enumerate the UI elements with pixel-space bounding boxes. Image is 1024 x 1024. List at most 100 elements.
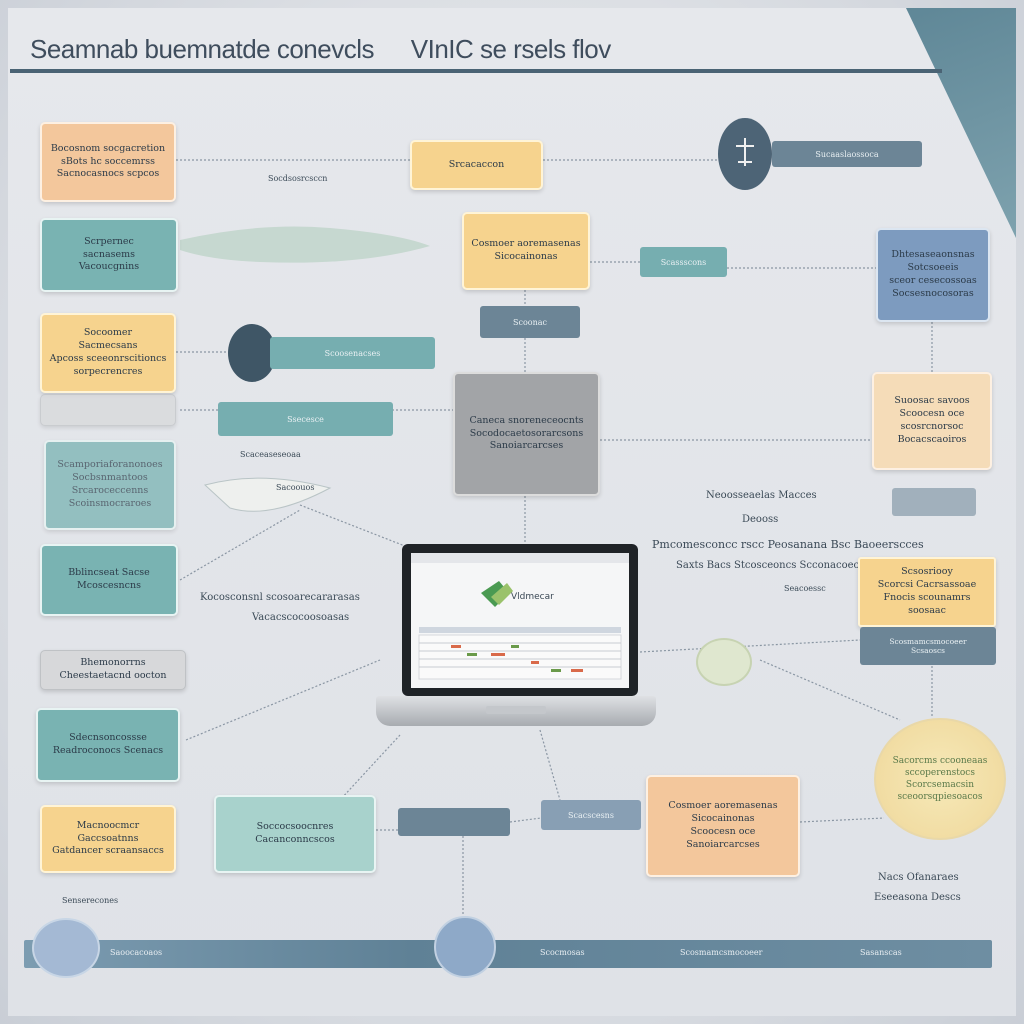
summary-circle: Sacorcms ccooneaas sccoperenstocs Scorcs… [874,718,1006,840]
box-line: sorpecrencres [73,365,143,377]
process-box: Scsosriooy Scorcsi Cacrsassoae Fnocis sc… [858,557,996,627]
connector-line [509,817,542,823]
title-rule [10,69,942,73]
box-line: Cosmoer aoremasenas [668,800,778,812]
connector-line [799,817,885,823]
side-label: Deooss [742,514,779,525]
process-box: Scamporiaforanonoes Socbsnmantoos Srcaro… [44,440,176,530]
connector-line [759,659,901,721]
laptop-base [376,696,656,726]
box-line: Caneca snoreneceocnts [469,414,584,426]
box-line: Bblincseat Sacse [68,567,150,579]
node-circle [696,638,752,686]
status-pill: Sucaaslaossoca [772,141,922,167]
box-line: Scoocesn oce [899,408,965,420]
title-left: Seamnab buemnatde conevcls [30,34,375,64]
box-line: Vacoucgnins [78,261,140,273]
box-line: Srcacaccon [448,158,505,170]
box-line: Fnocis scounamrs soosaac [883,592,971,616]
box-line: Scamporiaforanonoes [57,459,163,471]
brush-stroke [180,226,430,263]
timeline-node [32,918,100,978]
process-box: Bocosnom socgacretion sBots hc soccemrss… [40,122,176,202]
connector-label: Scaceaseseoaa [240,450,301,459]
app-logo-text: Vldmecar [511,592,554,602]
connector-line [299,504,411,549]
box-line: Bocosnom socgacretion [50,142,166,154]
process-box: Bhemonorrns Cheestaetacnd oocton [40,650,186,690]
box-line: Socsesnocosoras [892,287,974,299]
box-line: Gatdancer scraansaccs [52,845,164,857]
box-line: Apcoss sceeonrscitioncs [49,353,167,364]
box-line: Sanoiarcarcses [489,440,564,452]
box-line: Sdecnsoncossse [69,732,147,744]
box-line: sacnasems [82,248,136,260]
connector-label: Socdsosrcsccn [268,174,328,183]
status-pill [892,488,976,516]
process-box: Socoomer Sacmecsans Apcoss sceeonrscitio… [40,313,176,393]
circle-line: sccoperenstocs [905,767,975,778]
app-screenshot: Vldmecar [411,553,629,680]
process-box: Suoosac savoos Scoocesn oce scosrcnorsoc… [872,372,992,470]
connector-line [339,734,401,801]
connector-label: Senserecones [62,896,119,905]
status-pill: Scacscesns [541,800,641,830]
box-line: Sicocainonas [494,251,558,262]
connector-line [185,659,381,741]
box-line: Bocacscaoiros [897,433,967,445]
box-line: Bhemonorrns [80,657,146,669]
gear-icon [718,118,772,190]
side-label: Seacoessc [784,584,826,593]
connector-line [639,639,861,653]
title-right: VInIC se rsels flov [410,34,612,64]
box-line: Scoocesn oce [690,826,756,837]
box-line: Cheestaetacnd oocton [59,670,167,681]
process-box: Dhtesaseaonsnas Sotcsoeeis sceor cesecos… [876,228,990,322]
pill-text: Scsaoscs [910,646,946,655]
trackpad [486,706,546,714]
connector-line [539,729,561,801]
process-box: Macnoocmcr Gaccsoatnns Gatdancer scraans… [40,805,176,873]
box-line: Sicocainonas [691,813,755,825]
side-label: Neoosseaelas Macces [706,490,817,501]
box-line: Sotcsoeeis [907,262,959,274]
connector-line [179,509,301,581]
process-box-shadow [40,394,176,426]
status-pill: Scoonac [480,306,580,338]
box-line: Sanoiarcarcses [686,838,760,850]
status-pill: Scassscons [640,247,727,277]
box-line: Suoosac savoos [894,395,970,407]
status-pill: Scoosenacses [270,337,435,369]
box-line: Macnoocmcr Gaccsoatnns [76,819,140,844]
box-line: sceor cesecossoas [889,275,977,286]
connector-label: Kocosconsnl scosoarecararasas [200,592,360,603]
circle-line: Sacorcms ccooneaas [892,755,988,766]
timeline-label: Sasanscas [860,948,902,957]
diagram-title: Seamnab buemnatde conevcls VInIC se rsel… [30,34,641,65]
process-box: Cosmoer aoremasenas Sicocainonas [462,212,590,290]
side-label: Eseeasona Descs [874,892,961,903]
side-label: Pmcomesconcc rscc Peosanana Bsc Baoeersc… [652,538,924,551]
box-line: Socodocaetosorarcsons [469,427,584,439]
box-line: Dhtesaseaonsnas [891,249,975,261]
box-line: Mcoscesncns [77,580,141,591]
process-box: Soccocsoocnres Cacanconncscos [214,795,376,873]
box-line: Soccocsoocnres [256,821,334,833]
side-label: Saxts Bacs Stcosceoncs Scconacoec [676,560,860,571]
box-line: Sacnocasnocs scpcos [56,168,160,180]
box-line: Cosmoer aoremasenas [471,238,581,250]
connector-label: Sacoouos [276,483,315,492]
box-line: Socoomer [83,327,133,339]
timeline-node [434,916,496,978]
box-line: scosrcnorsoc [900,421,964,432]
circle-line: Scorcsemacsin [905,780,975,790]
app-window: Vldmecar [411,553,629,688]
box-line: sBots hc soccemrss [61,155,155,167]
box-line: Socbsnmantoos [72,472,148,484]
timeline-label: Scosmamcsmocoeer [680,948,763,957]
timeline-label: Saoocacoaos [110,948,163,957]
status-pill: Ssecesce [218,402,393,436]
timeline-bar [24,940,992,968]
status-pill [398,808,510,836]
